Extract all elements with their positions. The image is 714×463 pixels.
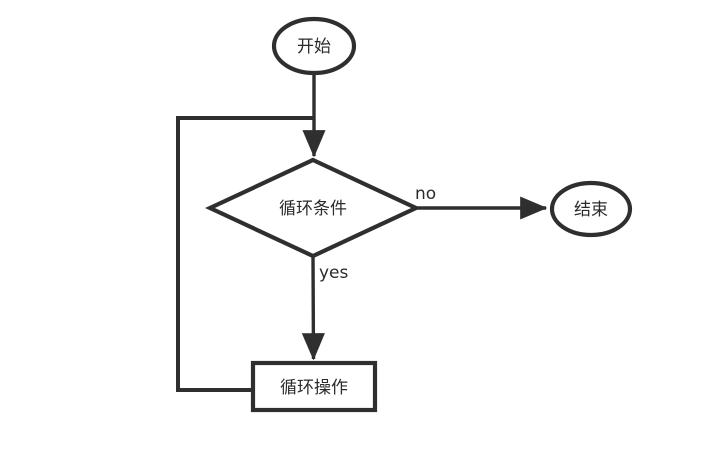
node-operation[interactable]: 循环操作 [250, 360, 378, 413]
end-label: 结束 [574, 200, 608, 220]
end-ellipse-shape [549, 180, 633, 238]
node-condition[interactable]: 循环条件 [205, 157, 421, 259]
operation-label: 循环操作 [280, 378, 348, 398]
node-end[interactable]: 结束 [549, 180, 633, 238]
node-start[interactable]: 开始 [271, 16, 357, 76]
start-ellipse-shape [271, 16, 357, 76]
condition-label: 循环条件 [279, 199, 347, 219]
edge-label-no: no [415, 184, 436, 204]
edge-condition-to-operation [301, 255, 325, 361]
edge-label-yes: yes [319, 263, 349, 283]
edge-operation-loop-back [176, 116, 314, 392]
condition-diamond-shape [205, 157, 421, 259]
operation-rect-shape [250, 360, 378, 413]
start-label: 开始 [297, 37, 331, 57]
